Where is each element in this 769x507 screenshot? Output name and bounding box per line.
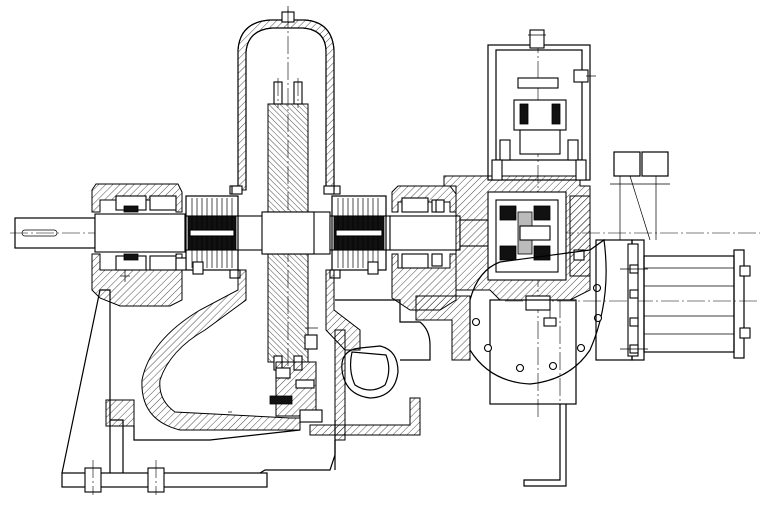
- fasteners: [175, 185, 445, 413]
- right-clutch-pack: [329, 185, 387, 279]
- lower-casting: [309, 299, 431, 470]
- upper-actuator: [487, 29, 596, 181]
- central-gear: [261, 78, 315, 371]
- right-gearbox-body: [415, 175, 591, 361]
- base-plate: [61, 460, 268, 495]
- mounting-flange: [469, 238, 607, 487]
- drive-motor: [595, 239, 751, 361]
- left-bearing-housing: [91, 183, 183, 307]
- lower-bracket: [269, 327, 323, 423]
- left-clutch-pack: [185, 185, 241, 279]
- motor-junction-box: [610, 151, 670, 241]
